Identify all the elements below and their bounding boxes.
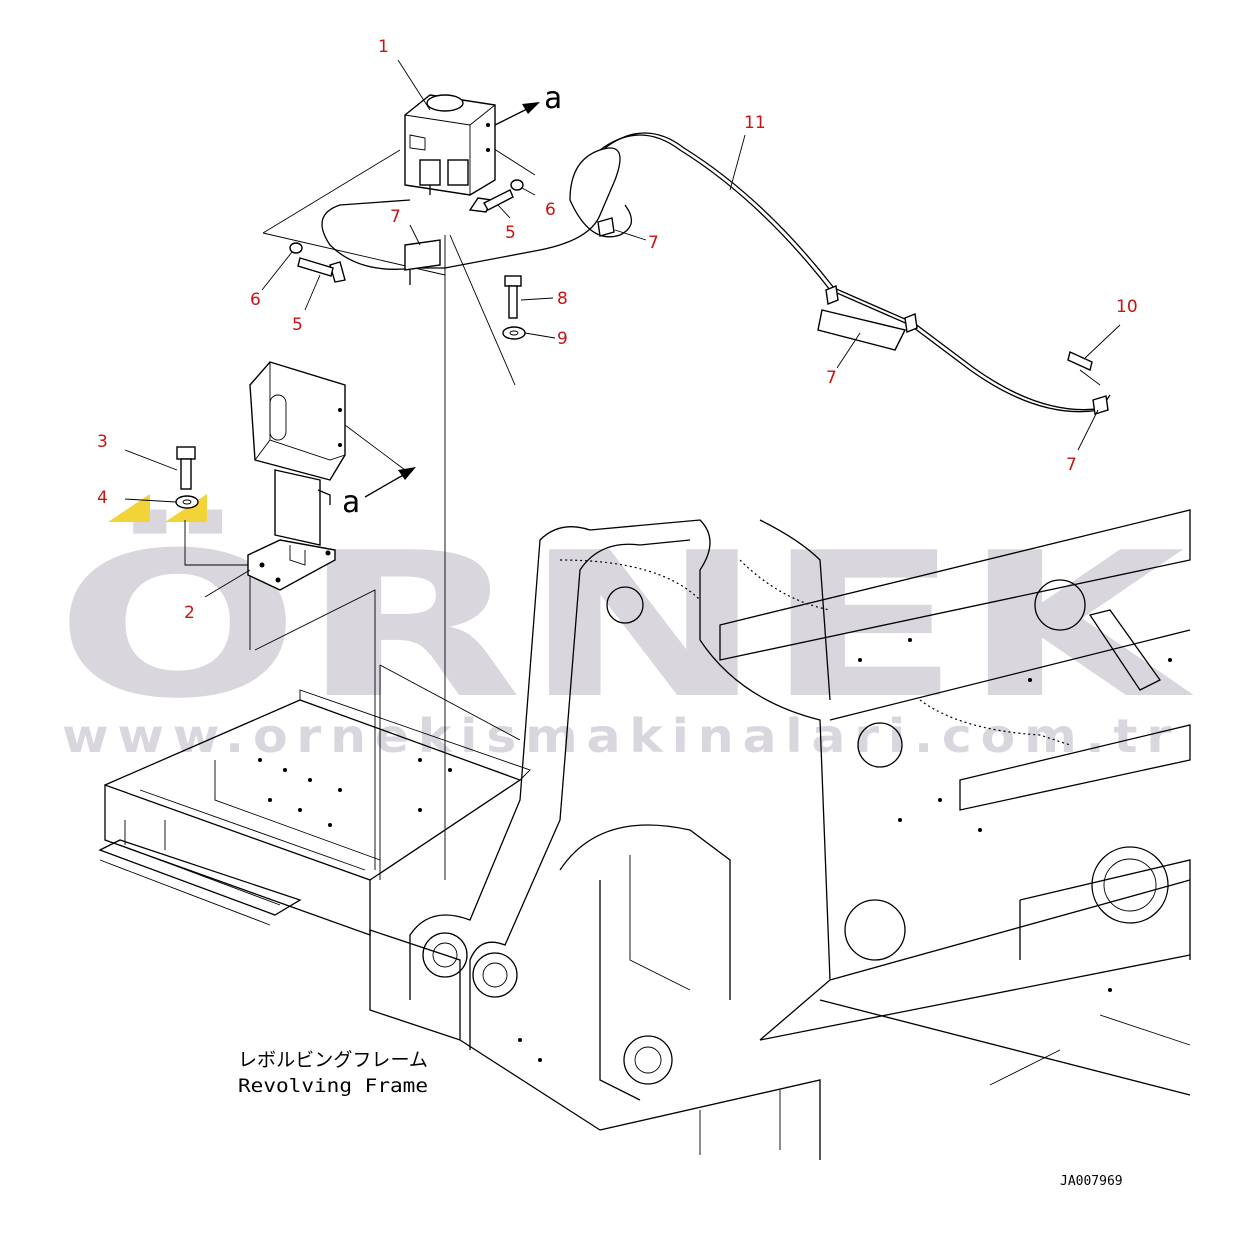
callout-7-right: 7 [648, 233, 659, 253]
callouts: 1 2 3 4 5 5 6 6 7 7 7 7 8 9 10 11 [97, 37, 1138, 623]
callout-7-end: 7 [1066, 455, 1077, 475]
part-2-bracket [247, 361, 346, 591]
callout-6-lower: 6 [250, 290, 261, 310]
callout-5-upper: 5 [505, 223, 516, 243]
callout-7-left: 7 [390, 207, 401, 227]
drawing-code: JA007969 [1060, 1174, 1123, 1189]
callout-leaders [124, 59, 1121, 598]
callout-4: 4 [97, 488, 108, 508]
watermark-brand: ÖRNEK [55, 509, 1195, 743]
callout-3: 3 [97, 432, 108, 452]
view-marker-a-top: a [544, 81, 562, 116]
watermark: ÖRNEK www.ornekismakinalari.com.tr [55, 494, 1195, 763]
frame-label-english: Revolving Frame [238, 1075, 428, 1097]
callout-8: 8 [557, 289, 568, 309]
frame-holes [258, 638, 1172, 1062]
revolving-frame [98, 509, 1191, 1160]
view-marker-a-bottom: a [342, 485, 360, 520]
callout-1: 1 [378, 37, 389, 57]
watermark-accent-left [108, 494, 150, 522]
view-arrow-top: a [494, 81, 562, 126]
callout-5-lower: 5 [292, 315, 303, 335]
part-11-wire-harness [321, 132, 1111, 415]
callout-10: 10 [1116, 297, 1138, 317]
reference-lines [184, 139, 536, 880]
frame-label-japanese: レボルビングフレーム [238, 1049, 428, 1071]
callout-7-plate: 7 [826, 368, 837, 388]
callout-2: 2 [184, 603, 195, 623]
part-1-controller-box [404, 94, 496, 196]
callout-9: 9 [557, 329, 568, 349]
callout-6-upper: 6 [545, 200, 556, 220]
view-arrow-bottom: a [342, 467, 416, 520]
fasteners [175, 179, 526, 509]
watermark-url: www.ornekismakinalari.com.tr [62, 709, 1180, 763]
callout-11: 11 [744, 113, 766, 133]
